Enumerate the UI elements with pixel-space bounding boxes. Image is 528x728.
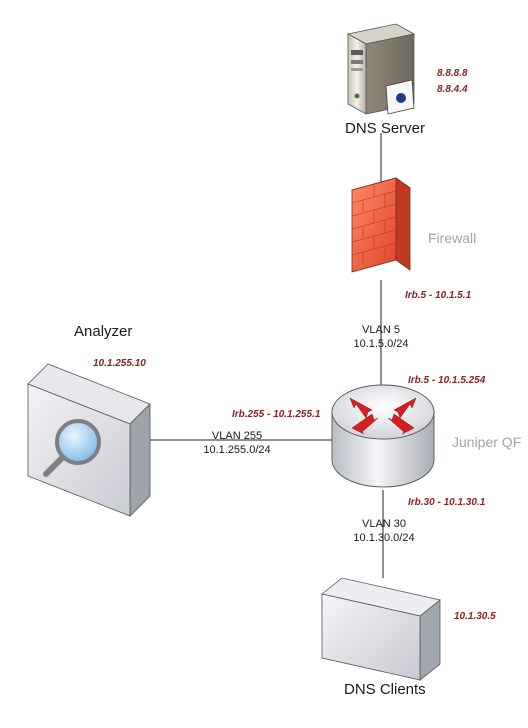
vlan5-subnet: 10.1.5.0/24 (353, 338, 409, 350)
firewall-irb5-label: Irb.5 - 10.1.5.1 (405, 290, 472, 301)
vlan30-name: VLAN 30 (361, 518, 407, 530)
dns-server-ips: 8.8.8.8 8.8.4.4 (437, 66, 468, 98)
vlan30-label: VLAN 30 10.1.30.0/24 (350, 517, 418, 545)
dns-clients-label: DNS Clients (344, 681, 426, 698)
vlan5-name: VLAN 5 (362, 324, 400, 336)
dns-server-ip-secondary: 8.8.4.4 (437, 84, 468, 95)
switch-irb5-label: Irb.5 - 10.1.5.254 (408, 375, 486, 386)
switch-irb30-label: Irb.30 - 10.1.30.1 (408, 497, 486, 508)
dns-server-ip-primary: 8.8.8.8 (437, 68, 468, 79)
dns-clients-ip: 10.1.30.5 (454, 611, 496, 622)
analyzer-ip: 10.1.255.10 (93, 358, 146, 369)
vlan30-subnet: 10.1.30.0/24 (353, 532, 415, 544)
firewall-icon (351, 177, 411, 273)
vlan255-subnet: 10.1.255.0/24 (203, 444, 271, 456)
analyzer-label: Analyzer (74, 323, 133, 340)
firewall-label: Firewall (428, 230, 477, 246)
dns-clients-icon (321, 577, 441, 681)
dns-server-label: DNS Server (345, 120, 426, 137)
analyzer-icon (27, 363, 151, 517)
vlan255-name: VLAN 255 (211, 430, 263, 442)
dns-server-icon (346, 23, 416, 115)
switch-label: Juniper QF (452, 434, 522, 450)
juniper-switch-icon (331, 384, 435, 488)
vlan5-label: VLAN 5 10.1.5.0/24 (352, 323, 410, 351)
switch-irb255-label: Irb.255 - 10.1.255.1 (232, 409, 321, 420)
vlan255-label: VLAN 255 10.1.255.0/24 (199, 429, 275, 457)
